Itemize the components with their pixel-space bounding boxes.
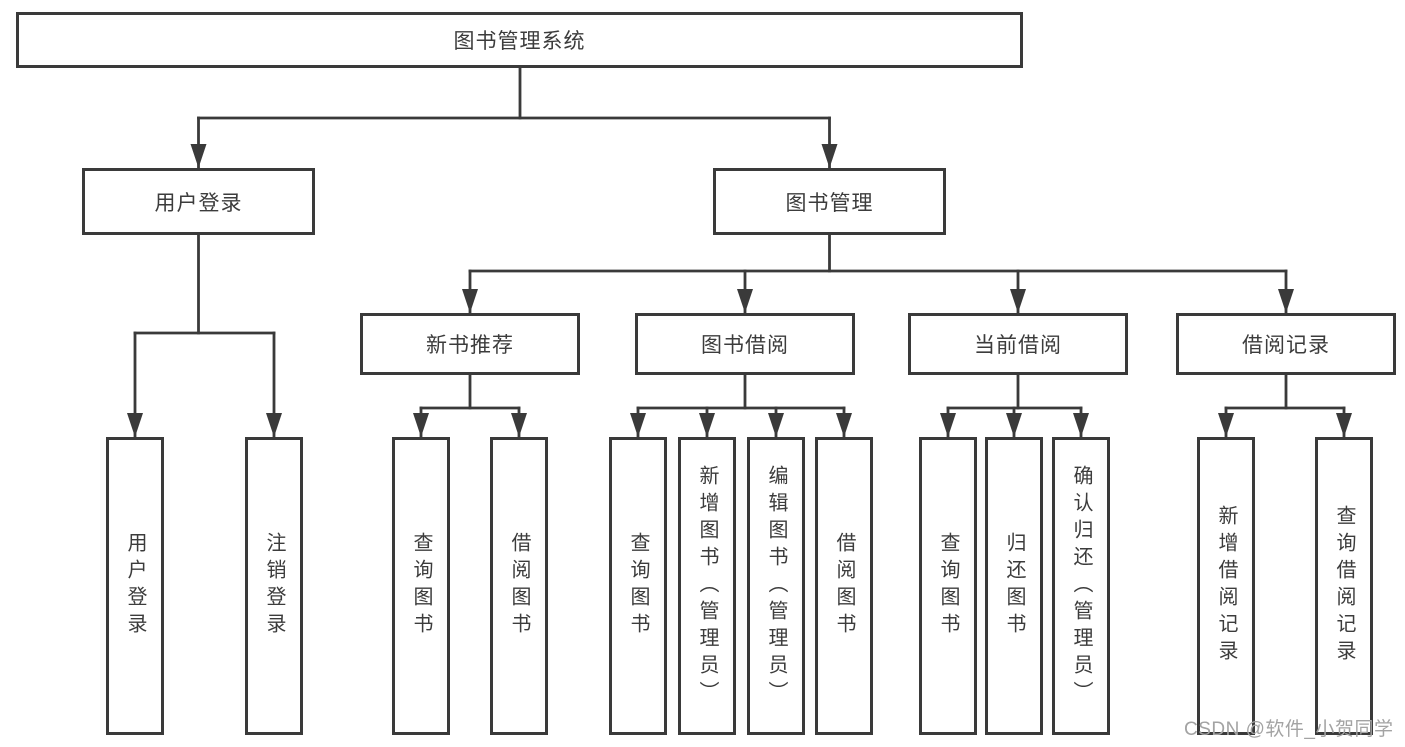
node-borrow-records: 借阅记录 bbox=[1176, 313, 1396, 375]
leaf-logout: 注销登录 bbox=[245, 437, 303, 735]
leaf-current-return-books: 归还图书 bbox=[985, 437, 1043, 735]
node-book-management: 图书管理 bbox=[713, 168, 946, 235]
node-new-book-recommend: 新书推荐 bbox=[360, 313, 580, 375]
node-root: 图书管理系统 bbox=[16, 12, 1023, 68]
leaf-records-add-record: 新增借阅记录 bbox=[1197, 437, 1255, 735]
leaf-recommend-borrow-books: 借阅图书 bbox=[490, 437, 548, 735]
leaf-borrow-borrow-books: 借阅图书 bbox=[815, 437, 873, 735]
leaf-records-query-record: 查询借阅记录 bbox=[1315, 437, 1373, 735]
node-current-borrow: 当前借阅 bbox=[908, 313, 1128, 375]
leaf-user-login: 用户登录 bbox=[106, 437, 164, 735]
leaf-current-confirm-return-admin: 确认归还（管理员） bbox=[1052, 437, 1110, 735]
leaf-recommend-query-books: 查询图书 bbox=[392, 437, 450, 735]
node-user-login: 用户登录 bbox=[82, 168, 315, 235]
leaf-borrow-add-books-admin: 新增图书（管理员） bbox=[678, 437, 736, 735]
watermark: CSDN @软件_小贺同学 bbox=[1184, 719, 1394, 740]
node-book-borrow: 图书借阅 bbox=[635, 313, 855, 375]
leaf-current-query-books: 查询图书 bbox=[919, 437, 977, 735]
leaf-borrow-edit-books-admin: 编辑图书（管理员） bbox=[747, 437, 805, 735]
leaf-borrow-query-books: 查询图书 bbox=[609, 437, 667, 735]
